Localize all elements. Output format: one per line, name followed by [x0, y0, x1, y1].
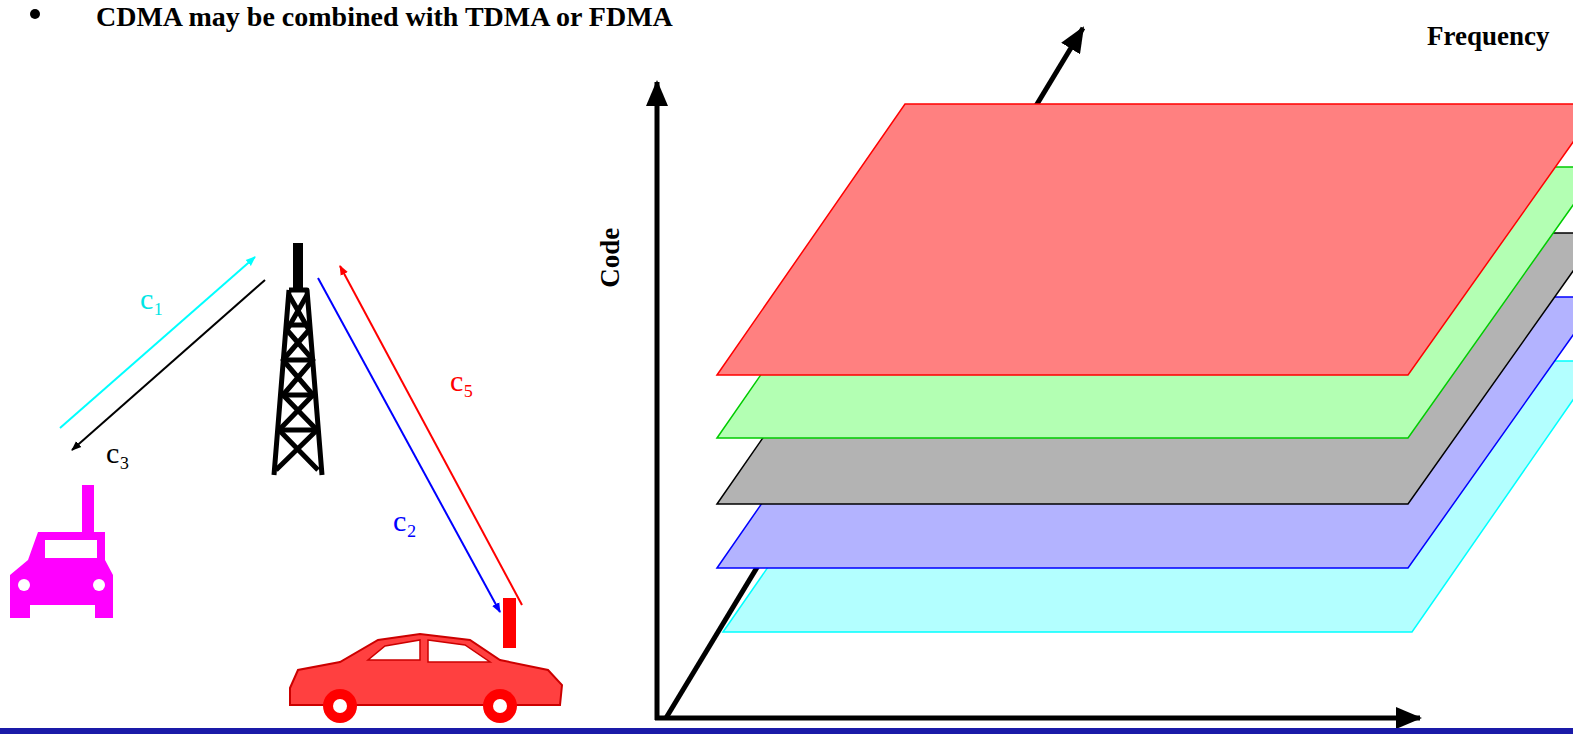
downlink-arrow	[72, 280, 265, 450]
code-label: c₂	[393, 504, 417, 537]
car-window	[45, 540, 97, 558]
time-axis	[655, 716, 1420, 721]
downlink-arrow	[318, 278, 500, 612]
axis-label: Frequency	[1427, 22, 1550, 52]
radio-tower	[274, 243, 322, 475]
code-label: c₃	[106, 436, 130, 469]
uplink-arrow	[340, 266, 522, 605]
axis-label: Code	[596, 228, 626, 288]
car-light	[18, 579, 30, 591]
bullet	[30, 9, 40, 19]
code-axis	[655, 82, 660, 720]
code-label: c₁	[140, 282, 164, 315]
side-car	[290, 598, 562, 723]
front-car	[10, 485, 113, 618]
uplink-arrow	[60, 257, 255, 428]
bullet-text: CDMA may be combined with TDMA or FDMA	[96, 2, 673, 33]
slide-rule	[0, 728, 1573, 734]
tower-mast	[293, 243, 303, 288]
code-plane	[717, 104, 1573, 375]
code-label: c₅	[450, 364, 474, 397]
car-light	[93, 579, 105, 591]
